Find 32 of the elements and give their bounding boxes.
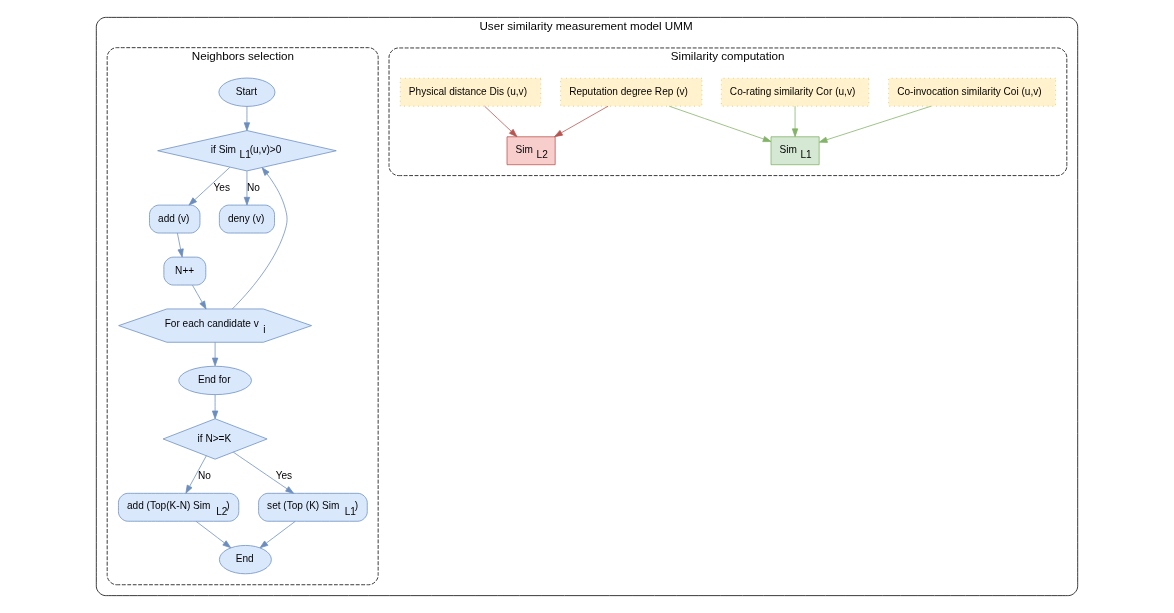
arrow [243,170,251,206]
node-box: add (v) [149,204,201,234]
node-ellipse: Start [218,77,276,107]
arrow [177,232,184,258]
arrow [668,105,772,142]
node-box: deny (v) [219,204,275,234]
edge-label: Yes [213,181,231,193]
arrow [185,455,207,494]
node-diamond: if N>=K [162,418,268,460]
arrow [243,106,251,131]
arrow [791,105,799,137]
arrow [484,105,518,137]
node-box: Co-rating similarity Cor (u,v) [720,77,870,107]
arrow [818,105,932,143]
arrow [259,521,296,549]
edge-label: Yes [275,469,293,481]
arrow [232,167,288,310]
arrow [192,284,207,310]
node-box: Co-invocation similarity Coi (u,v) [888,77,1056,107]
edge-label: No [198,469,211,481]
arrow [232,451,294,494]
arrow [554,105,609,137]
node-box: Reputation degree Rep (v) [560,77,703,107]
node-box: N++ [163,256,207,286]
arrow [195,521,232,549]
arrow [212,394,219,420]
node-box: Physical distance Dis (u,v) [399,77,542,107]
arrow [212,342,219,367]
node-ellipse: End for [178,365,252,395]
node-ellipse: End [219,545,272,575]
arrow [188,166,231,206]
edge-label: No [246,181,260,193]
